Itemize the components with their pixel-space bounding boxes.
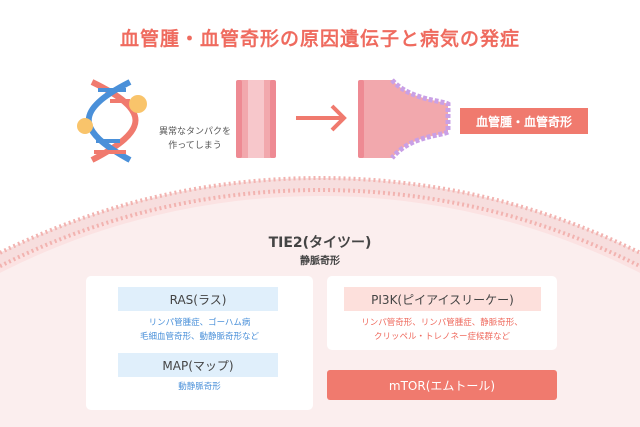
pi3k-disease-line: クリッペル・トレノネー症候群など [373, 332, 510, 342]
mtor-tag: mTOR(エムトール) [327, 370, 557, 400]
caption-line: 異常なタンパクを [158, 127, 231, 137]
caption: 異常なタンパクを 作ってしまう [155, 125, 235, 153]
map-tag: MAP(マップ) [118, 353, 278, 377]
normal-vessel-icon [236, 80, 276, 158]
ras-tag: RAS(ラス) [118, 287, 278, 311]
right-panel: PI3K(ピイアイスリーケー) リンパ管奇形、リンパ管腫症、静脈奇形、 クリッペ… [327, 276, 557, 350]
burst-icon [77, 118, 93, 134]
ras-disease-line: 毛細血管奇形、動静脈奇形など [139, 332, 259, 342]
result-label: 血管腫・血管奇形 [460, 108, 588, 134]
protein-disease: 静脈奇形 [300, 256, 340, 267]
left-panel: RAS(ラス) リンパ管腫症、ゴーハム病 毛細血管奇形、動静脈奇形など MAP(… [86, 276, 313, 410]
caption-line: 作ってしまう [168, 141, 222, 151]
protein-name: TIE2(タイツー) [268, 235, 372, 251]
dna-icon [77, 79, 147, 163]
ras-disease-line: リンパ管腫症、ゴーハム病 [148, 318, 251, 328]
pi3k-tag: PI3K(ピイアイスリーケー) [344, 287, 541, 311]
page-title: 血管腫・血管奇形の原因遺伝子と病気の発症 [119, 28, 520, 50]
pi3k-disease-line: リンパ管奇形、リンパ管腫症、静脈奇形、 [361, 318, 523, 328]
map-diseases: 動静脈奇形 [178, 382, 221, 392]
arrow-icon [296, 104, 347, 132]
pi3k-diseases: リンパ管奇形、リンパ管腫症、静脈奇形、 クリッペル・トレノネー症候群など [327, 316, 557, 344]
burst-icon [129, 95, 147, 113]
ras-diseases: リンパ管腫症、ゴーハム病 毛細血管奇形、動静脈奇形など [86, 316, 313, 344]
malformed-vessel-icon [358, 78, 451, 160]
